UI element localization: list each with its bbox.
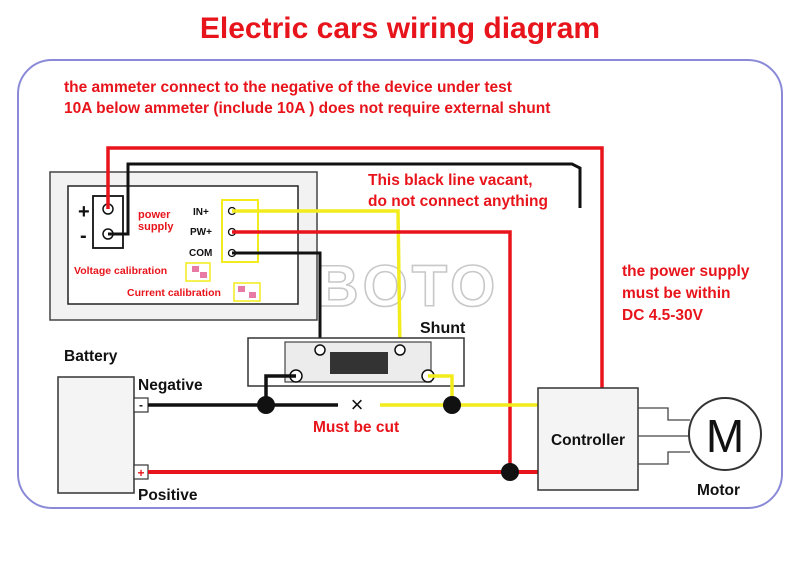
vacant-note-line-1: This black line vacant, [368, 172, 533, 189]
battery-minus-sign: - [139, 398, 143, 412]
com-label: COM [189, 248, 212, 259]
power-note-line-1: the power supply [622, 263, 750, 280]
red-power-wire [106, 146, 604, 388]
motor-label: Motor [697, 482, 740, 499]
current-calibration-label: Current calibration [127, 287, 221, 299]
diagram-title: Electric cars wiring diagram [200, 12, 600, 45]
controller-label: Controller [551, 432, 625, 449]
shunt-sense-terminal-right [394, 344, 406, 356]
vacant-note-line-2: do not connect anything [368, 193, 548, 210]
voltage-calibration-box [185, 262, 211, 282]
power-supply-label-1: power [138, 209, 171, 221]
watermark: BOTO [317, 254, 500, 319]
negative-junction [257, 396, 275, 414]
power-plus-sign: + [78, 201, 90, 223]
ammeter-note-line-1: the ammeter connect to the negative of t… [64, 79, 512, 96]
shunt-to-load-wire [428, 374, 454, 405]
pw-plus-label: PW+ [190, 227, 212, 238]
motor-symbol: M [706, 410, 744, 462]
black-vacant-wire [108, 162, 582, 236]
shunt-sense-terminal-left [314, 344, 326, 356]
power-minus-sign: - [80, 225, 87, 247]
battery-body [57, 376, 135, 494]
voltage-calibration-pot-2 [200, 272, 207, 278]
current-calibration-pot [238, 286, 245, 292]
positive-label: Positive [138, 487, 198, 504]
shunt-resistor [330, 352, 388, 374]
yellow-in-wire [232, 209, 402, 351]
in-plus-label: IN+ [193, 207, 209, 218]
current-calibration-pot-2 [249, 292, 256, 298]
voltage-calibration-pot [192, 266, 199, 272]
power-note-line-3: DC 4.5-30V [622, 307, 704, 324]
shunt-label: Shunt [420, 320, 466, 337]
outer-frame [17, 59, 783, 509]
motor-wire-1 [638, 407, 690, 421]
controller-box [537, 387, 639, 491]
black-com-wire [232, 251, 322, 350]
voltage-calibration-label: Voltage calibration [74, 265, 167, 277]
battery-plus-sign: + [137, 466, 144, 480]
motor-wire-3 [638, 451, 690, 465]
ammeter-note-line-2: 10A below ammeter (include 10A ) does no… [64, 100, 550, 117]
positive-junction [501, 463, 519, 481]
load-junction [443, 396, 461, 414]
power-supply-label-2: supply [138, 221, 174, 233]
cut-label: Must be cut [313, 419, 399, 436]
red-pw-wire [232, 230, 512, 472]
negative-to-shunt-wire [264, 374, 296, 405]
battery-label: Battery [64, 348, 118, 365]
cut-mark: × [351, 392, 364, 417]
power-note-line-2: must be within [622, 285, 731, 302]
motor-circle [688, 397, 762, 471]
negative-label: Negative [138, 377, 203, 394]
current-calibration-box [233, 282, 261, 302]
